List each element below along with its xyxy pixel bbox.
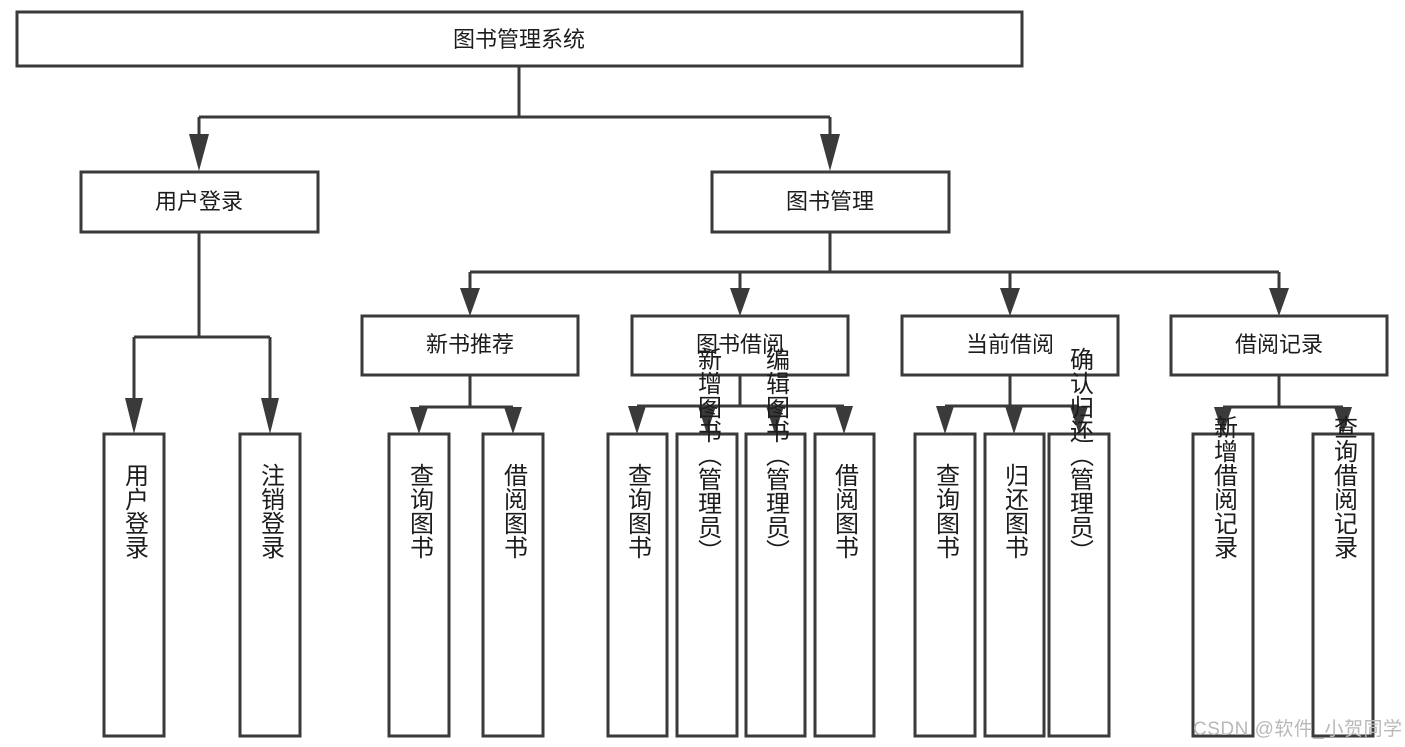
leaf-user-login-box	[102, 432, 166, 738]
node-new-book-recommend[interactable]: 新书推荐	[360, 314, 580, 377]
leaf-logout-login[interactable]: 注销登录	[238, 432, 302, 738]
leaf-confirm-return-label: 确认归还（管理员）	[1066, 347, 1094, 563]
arrowhead-leaf-return-book	[1005, 406, 1023, 434]
arrowhead-new-book-recommend	[460, 288, 480, 316]
node-root[interactable]: 图书管理系统	[15, 10, 1024, 68]
leaf-add-book[interactable]: 新增图书（管理员）	[675, 347, 739, 738]
node-root-label: 图书管理系统	[453, 27, 585, 52]
leaf-add-record[interactable]: 新增借阅记录	[1191, 415, 1255, 738]
leaf-user-login-label: 用户登录	[121, 463, 149, 559]
leaf-return-book-box	[983, 432, 1046, 738]
leaf-confirm-return[interactable]: 确认归还（管理员）	[1047, 347, 1111, 738]
leaf-borrow-book-1-label: 借阅图书	[500, 463, 528, 559]
leaf-borrow-book-2[interactable]: 借阅图书	[813, 432, 876, 738]
leaf-borrow-book-1-box	[481, 432, 545, 738]
arrowhead-leaf-add-record	[1214, 407, 1232, 434]
leaf-confirm-return-box	[1047, 432, 1111, 738]
leaf-logout-login-box	[238, 432, 302, 738]
arrowhead-leaf-query-book-3	[936, 406, 954, 434]
node-current-borrow-label: 当前借阅	[966, 332, 1054, 357]
arrowhead-leaf-logout-login	[261, 398, 279, 434]
leaf-query-record-box	[1311, 432, 1375, 738]
arrowhead-to-book-manage	[820, 134, 840, 171]
leaf-borrow-book-2-box	[813, 432, 876, 738]
leaf-query-record-label: 查询借阅记录	[1330, 415, 1358, 559]
leaf-return-book[interactable]: 归还图书	[983, 432, 1046, 738]
arrowhead-leaf-edit-book	[766, 406, 784, 434]
leaf-add-book-box	[675, 432, 739, 738]
node-book-manage-box	[710, 170, 951, 234]
node-book-manage[interactable]: 图书管理	[710, 170, 951, 234]
leaf-borrow-book-2-label: 借阅图书	[831, 463, 859, 559]
node-user-login-label: 用户登录	[155, 189, 243, 214]
leaf-logout-login-label: 注销登录	[257, 463, 285, 559]
node-new-book-recommend-box	[360, 314, 580, 377]
node-root-box	[15, 10, 1024, 68]
leaf-query-book-1[interactable]: 查询图书	[387, 432, 451, 738]
leaf-query-book-3[interactable]: 查询图书	[913, 432, 977, 738]
node-borrow-record-label: 借阅记录	[1235, 332, 1323, 357]
arrowhead-leaf-add-book	[698, 406, 716, 434]
leaf-borrow-book-1[interactable]: 借阅图书	[481, 432, 545, 738]
node-book-borrow-box	[630, 314, 850, 377]
leaf-query-book-2[interactable]: 查询图书	[606, 432, 669, 738]
leaf-return-book-label: 归还图书	[1001, 463, 1029, 559]
node-new-book-recommend-label: 新书推荐	[426, 332, 514, 357]
leaf-query-book-1-box	[387, 432, 451, 738]
node-book-borrow[interactable]: 图书借阅	[630, 314, 850, 377]
leaf-query-book-3-box	[913, 432, 977, 738]
arrowhead-leaf-user-login	[125, 398, 143, 434]
arrowhead-leaf-query-record	[1334, 407, 1352, 434]
arrowhead-to-user-login	[189, 134, 209, 171]
node-borrow-record-box	[1169, 314, 1389, 377]
leaf-add-record-box	[1191, 432, 1255, 738]
leaf-edit-book[interactable]: 编辑图书（管理员）	[744, 347, 807, 738]
leaf-query-book-2-box	[606, 432, 669, 738]
arrowhead-borrow-record	[1269, 288, 1289, 316]
arrowhead-leaf-borrow-book-2	[835, 406, 853, 434]
node-book-manage-label: 图书管理	[786, 189, 874, 214]
arrowhead-leaf-query-book-1	[410, 407, 428, 434]
leaf-query-book-1-label: 查询图书	[406, 463, 434, 559]
node-book-borrow-label: 图书借阅	[696, 332, 784, 357]
leaf-add-book-label: 新增图书（管理员）	[694, 347, 722, 563]
leaf-user-login[interactable]: 用户登录	[102, 432, 166, 738]
node-borrow-record[interactable]: 借阅记录	[1169, 314, 1389, 377]
arrowhead-current-borrow	[1000, 288, 1020, 316]
csdn-watermark: CSDN @软件_小贺同学	[1193, 719, 1403, 740]
leaf-edit-book-box	[744, 432, 807, 738]
arrowhead-book-borrow	[730, 288, 750, 316]
leaf-query-record[interactable]: 查询借阅记录	[1311, 415, 1375, 738]
leaf-query-book-3-label: 查询图书	[932, 463, 960, 559]
arrowhead-leaf-borrow-book-1	[504, 407, 522, 434]
leaf-add-record-label: 新增借阅记录	[1210, 415, 1238, 559]
arrowhead-leaf-query-book-2	[628, 406, 646, 434]
arrowhead-leaf-confirm-return	[1070, 406, 1088, 434]
node-current-borrow-box	[900, 314, 1120, 377]
leaf-edit-book-label: 编辑图书（管理员）	[762, 347, 790, 563]
node-current-borrow[interactable]: 当前借阅	[900, 314, 1120, 377]
leaf-query-book-2-label: 查询图书	[624, 463, 652, 559]
node-user-login[interactable]: 用户登录	[79, 170, 320, 234]
